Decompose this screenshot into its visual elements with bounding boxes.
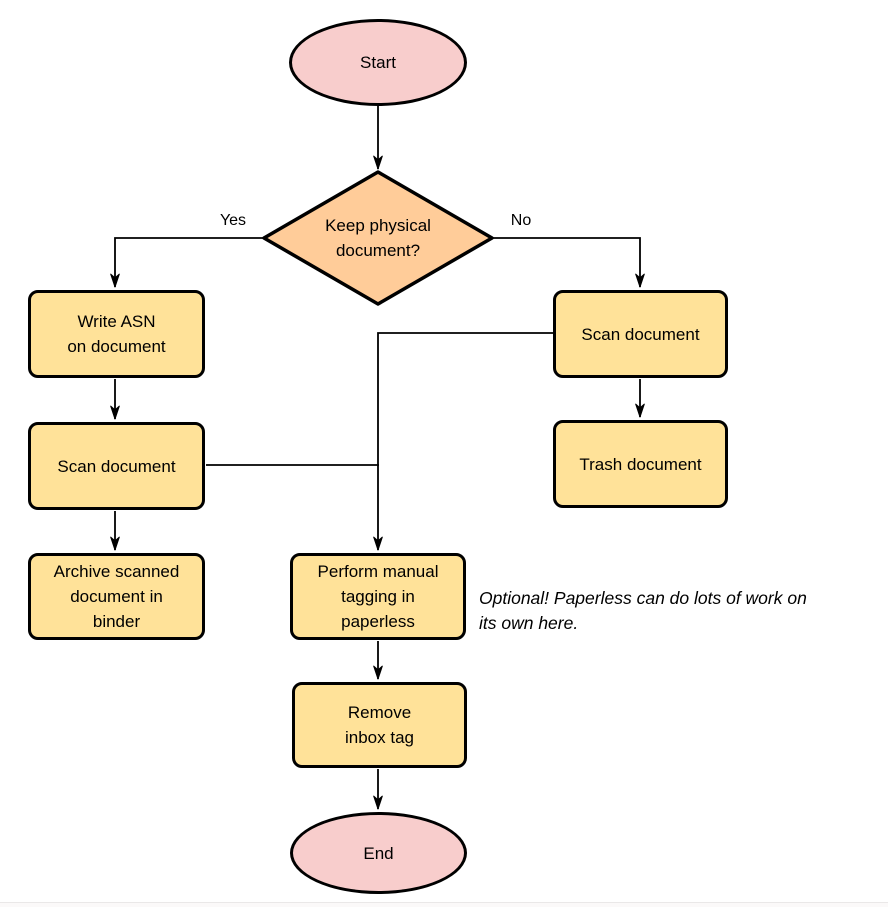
edge-label-yes: Yes bbox=[219, 212, 247, 229]
node-archive-binder-label: Archive scanned document in binder bbox=[53, 562, 180, 631]
node-start-label: Start bbox=[360, 53, 396, 72]
node-write-asn: Write ASN on document bbox=[28, 290, 205, 378]
edge-scan-right-tagging bbox=[373, 332, 553, 551]
node-scan-document-right: Scan document bbox=[553, 290, 728, 378]
edge-decision-write-asn bbox=[110, 237, 264, 288]
node-manual-tagging-label: Perform manual tagging in paperless bbox=[317, 562, 439, 631]
node-archive-binder: Archive scanned document in binder bbox=[28, 553, 205, 640]
node-decision-label: Keep physical document? bbox=[325, 216, 431, 260]
node-start: Start bbox=[289, 19, 467, 106]
node-decision-shape bbox=[262, 170, 494, 306]
optional-note: Optional! Paperless can do lots of work … bbox=[479, 588, 807, 633]
node-remove-inbox-tag: Remove inbox tag bbox=[292, 682, 467, 768]
edge-label-no: No bbox=[510, 212, 532, 229]
node-write-asn-label: Write ASN on document bbox=[67, 312, 166, 356]
node-scan-document-left-label: Scan document bbox=[57, 456, 176, 476]
node-manual-tagging: Perform manual tagging in paperless bbox=[290, 553, 466, 640]
edge-decision-scan-right bbox=[492, 237, 645, 288]
node-trash-document-label: Trash document bbox=[579, 454, 702, 474]
node-end: End bbox=[290, 812, 467, 894]
node-decision: Keep physical document? bbox=[264, 172, 492, 304]
node-end-label: End bbox=[363, 843, 394, 863]
node-trash-document: Trash document bbox=[553, 420, 728, 508]
node-scan-document-right-label: Scan document bbox=[581, 324, 700, 344]
node-scan-document-left: Scan document bbox=[28, 422, 205, 510]
window-bottom-edge bbox=[0, 902, 888, 907]
node-remove-inbox-tag-label: Remove inbox tag bbox=[345, 703, 414, 747]
